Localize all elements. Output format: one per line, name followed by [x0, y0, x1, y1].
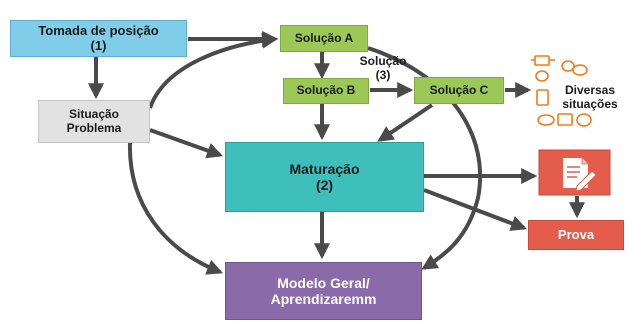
solucao-c-box: Solução C [414, 77, 504, 104]
tomada-title: Tomada de posição [38, 22, 159, 38]
situacao-problema-box: Situação Problema [38, 100, 150, 143]
arrow-solucao-c-to-maturacao [377, 103, 434, 142]
modelo-geral-box: Modelo Geral/ Aprendizaremm [225, 262, 422, 320]
tomada-number: (1) [90, 37, 107, 53]
prova-box: Prova [528, 220, 624, 250]
solucao-note-label: Solução [359, 54, 407, 68]
solucao-c-label: Solução C [429, 82, 489, 97]
solucao-a-box: Solução A [280, 25, 368, 52]
shapes-cluster-icon [531, 55, 592, 127]
arc-situacao-to-solucao-a [148, 32, 279, 109]
maturacao-title: Maturação [289, 160, 360, 177]
modelo-line-2: Aprendizaremm [270, 291, 377, 307]
solucao-note: Solução (3) [356, 54, 410, 83]
tomada-de-posicao-box: Tomada de posição (1) [10, 20, 187, 57]
arrow-situacao-to-maturacao [149, 128, 224, 159]
diversas-line-2: situações [562, 96, 618, 111]
connectors [88, 31, 585, 275]
diversas-situacoes-label: Diversas situações [552, 83, 628, 112]
diversas-line-1: Diversas [564, 83, 616, 97]
solucao-note-number: (3) [375, 67, 391, 82]
solucao-a-label: Solução A [294, 30, 354, 45]
document-edit-icon [563, 158, 597, 192]
prova-label: Prova [557, 226, 595, 242]
modelo-line-1: Modelo Geral/ [277, 274, 370, 291]
maturacao-box: Maturação (2) [225, 142, 424, 212]
solucao-b-label: Solução B [296, 83, 356, 98]
solucao-b-box: Solução B [283, 78, 369, 104]
situacao-label-1: Situação [68, 106, 119, 121]
arc-right-to-modelo [367, 46, 483, 270]
maturacao-number: (2) [315, 177, 334, 193]
situacao-label-2: Problema [66, 120, 122, 135]
arc-left-to-modelo [127, 141, 223, 275]
